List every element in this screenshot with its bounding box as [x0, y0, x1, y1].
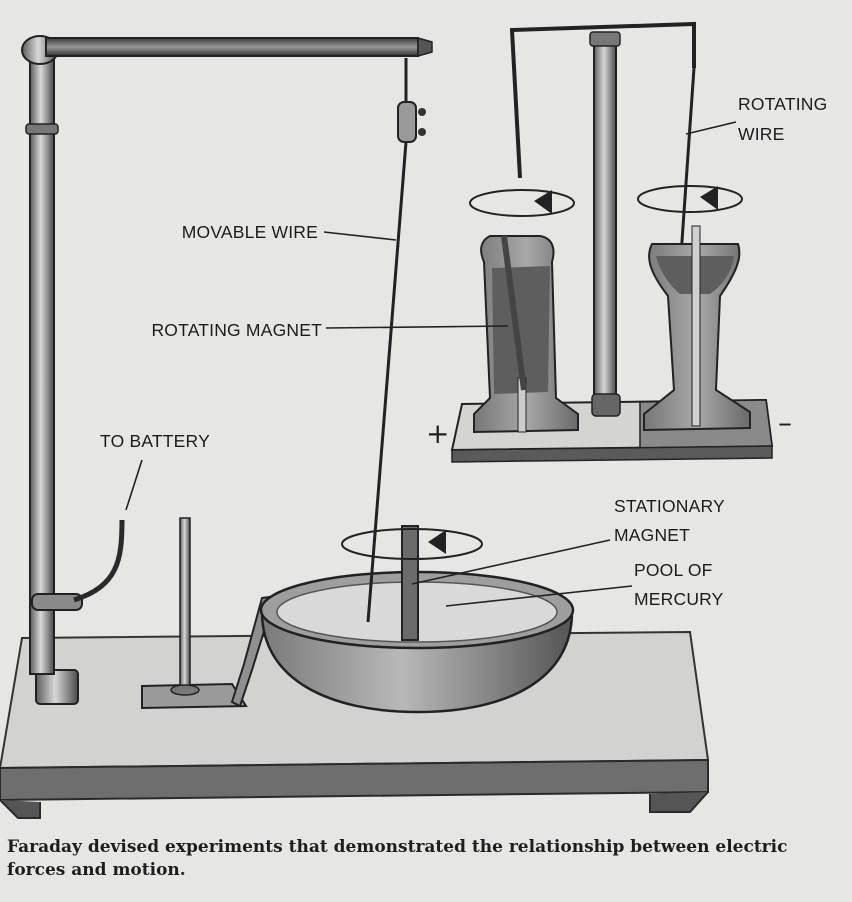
label-pool-of-mercury-line2: MERCURY [634, 589, 724, 609]
battery-wire [74, 520, 122, 600]
label-rotating-magnet: ROTATING MAGNET [151, 320, 322, 340]
label-to-battery: TO BATTERY [100, 431, 210, 451]
label-stationary-magnet-line1: STATIONARY [614, 496, 725, 516]
figure-caption: Faraday devised experiments that demonst… [7, 836, 837, 882]
minus-sign: – [778, 406, 792, 439]
label-rotating-wire-line2: WIRE [738, 124, 785, 144]
rotation-arrow-right-icon [638, 186, 742, 212]
label-rotating-wire-line1: ROTATING [738, 94, 827, 114]
plus-sign: + [426, 417, 449, 450]
label-pool-of-mercury-line1: POOL OF [634, 560, 713, 580]
rotation-arrow-left-icon [470, 190, 574, 216]
inset-apparatus: + – [426, 24, 792, 462]
label-stationary-magnet-line2: MAGNET [614, 525, 690, 545]
label-movable-wire: MOVABLE WIRE [182, 222, 318, 242]
